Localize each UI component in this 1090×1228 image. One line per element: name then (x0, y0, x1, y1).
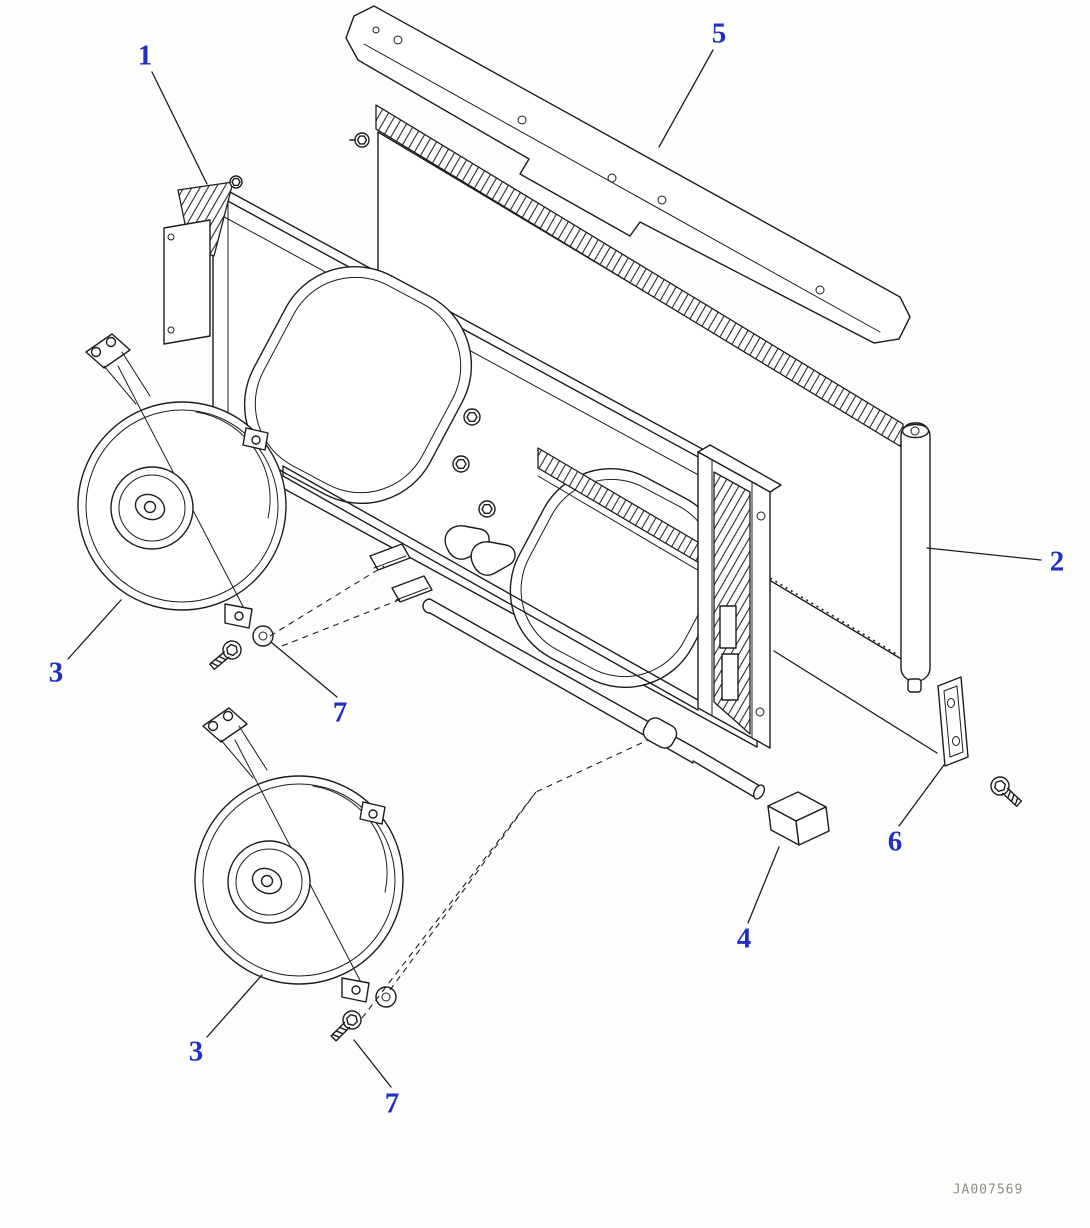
main-frame-part1 (163, 175, 782, 800)
leader-6 (898, 764, 945, 827)
leader-lines (67, 49, 1042, 1088)
side-plate-bolt (990, 776, 1023, 807)
flange-bolt-upper-part7 (209, 640, 242, 671)
washer-lower-part7 (375, 986, 397, 1008)
clamp-bracket (444, 525, 516, 576)
construction-lines (269, 565, 649, 1019)
lower-cross-tube (422, 598, 766, 800)
fan-opening-upper (243, 265, 473, 505)
shroud-top-tab (85, 333, 131, 369)
leader-1 (151, 71, 208, 185)
side-plate (163, 219, 211, 345)
core-tank-cylinder (900, 422, 931, 693)
callout-5: 5 (711, 17, 727, 50)
fan-shroud-lower-part3 (194, 707, 404, 1042)
leader-3-lower (206, 974, 263, 1038)
fan-hub (110, 466, 194, 550)
leader-7-lower (353, 1039, 392, 1088)
mount-block-part4 (767, 791, 830, 846)
isolation-pads (369, 543, 433, 603)
leader-5 (658, 49, 714, 148)
frame-bottom-rail (282, 465, 699, 711)
leader-7-upper (270, 641, 338, 698)
leader-3-upper (67, 599, 122, 660)
callout-4: 4 (736, 922, 752, 955)
callout-3-lower: 3 (188, 1035, 204, 1068)
washer-upper-part7 (252, 625, 274, 647)
callout-3-upper: 3 (48, 656, 64, 689)
frame-top-bolt (229, 175, 243, 189)
fan-shroud-upper-part3 (77, 333, 287, 671)
callout-1: 1 (137, 39, 153, 72)
top-mount-bracket-part5 (345, 5, 911, 344)
drawing-number: JA007569 (952, 1182, 1024, 1198)
frame-bolts (452, 408, 496, 518)
callout-2: 2 (1049, 545, 1065, 578)
callout-7-upper: 7 (332, 696, 348, 729)
leader-4 (747, 846, 780, 924)
core-bolt (349, 132, 370, 148)
side-plate-part6 (773, 650, 1023, 807)
frame-right-post (697, 444, 782, 749)
flange-bolt-lower-part7 (330, 1010, 362, 1042)
shroud-top-tab (202, 707, 248, 743)
radiator-core-part2 (349, 104, 931, 693)
leader-2 (926, 547, 1042, 561)
callout-6: 6 (887, 825, 903, 858)
fan-hub (227, 840, 311, 924)
callout-7-lower: 7 (384, 1087, 400, 1120)
